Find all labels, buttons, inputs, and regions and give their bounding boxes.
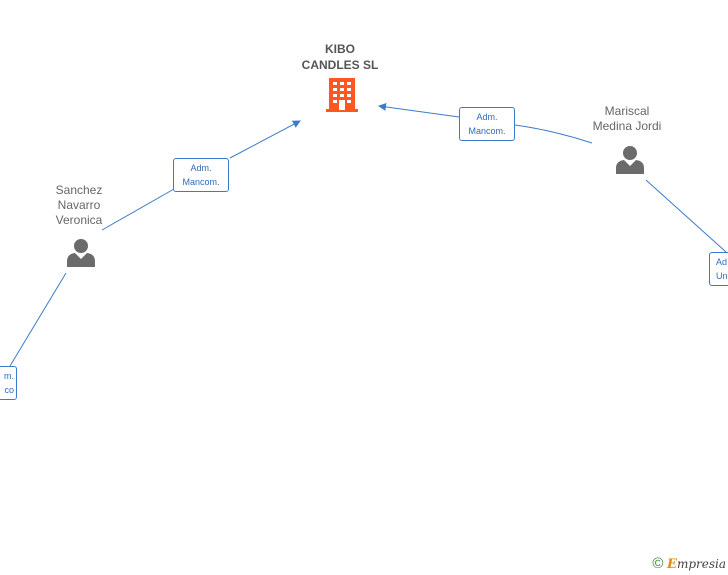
person-icon[interactable] [615,144,645,174]
company-name[interactable]: KIBO CANDLES SL [301,42,379,72]
role-label-mariscal[interactable]: Adm. Mancom. [459,107,515,141]
edge-sanchez-offscreen [9,272,67,367]
role-label-offscreen-right[interactable]: Ad Un [709,252,728,286]
person-name-sanchez[interactable]: Sanchez Navarro Veronica [55,183,103,227]
role-label-offscreen-left[interactable]: m. co [0,366,17,400]
edge-sanchez-to-company [101,188,175,231]
person-name-mariscal[interactable]: Mariscal Medina Jordi [592,104,662,133]
edge-mariscal-to-company [514,124,593,144]
role-label-sanchez[interactable]: Adm. Mancom. [173,158,229,192]
edge-mariscal-offscreen [645,179,727,253]
brand-logo-text: mpresia [676,557,726,571]
brand-logo-e: E [667,557,677,572]
person-icon[interactable] [66,237,96,267]
brand-footer: © Empresia [652,555,726,572]
copyright-symbol: © [652,555,664,572]
building-icon[interactable] [326,78,358,112]
